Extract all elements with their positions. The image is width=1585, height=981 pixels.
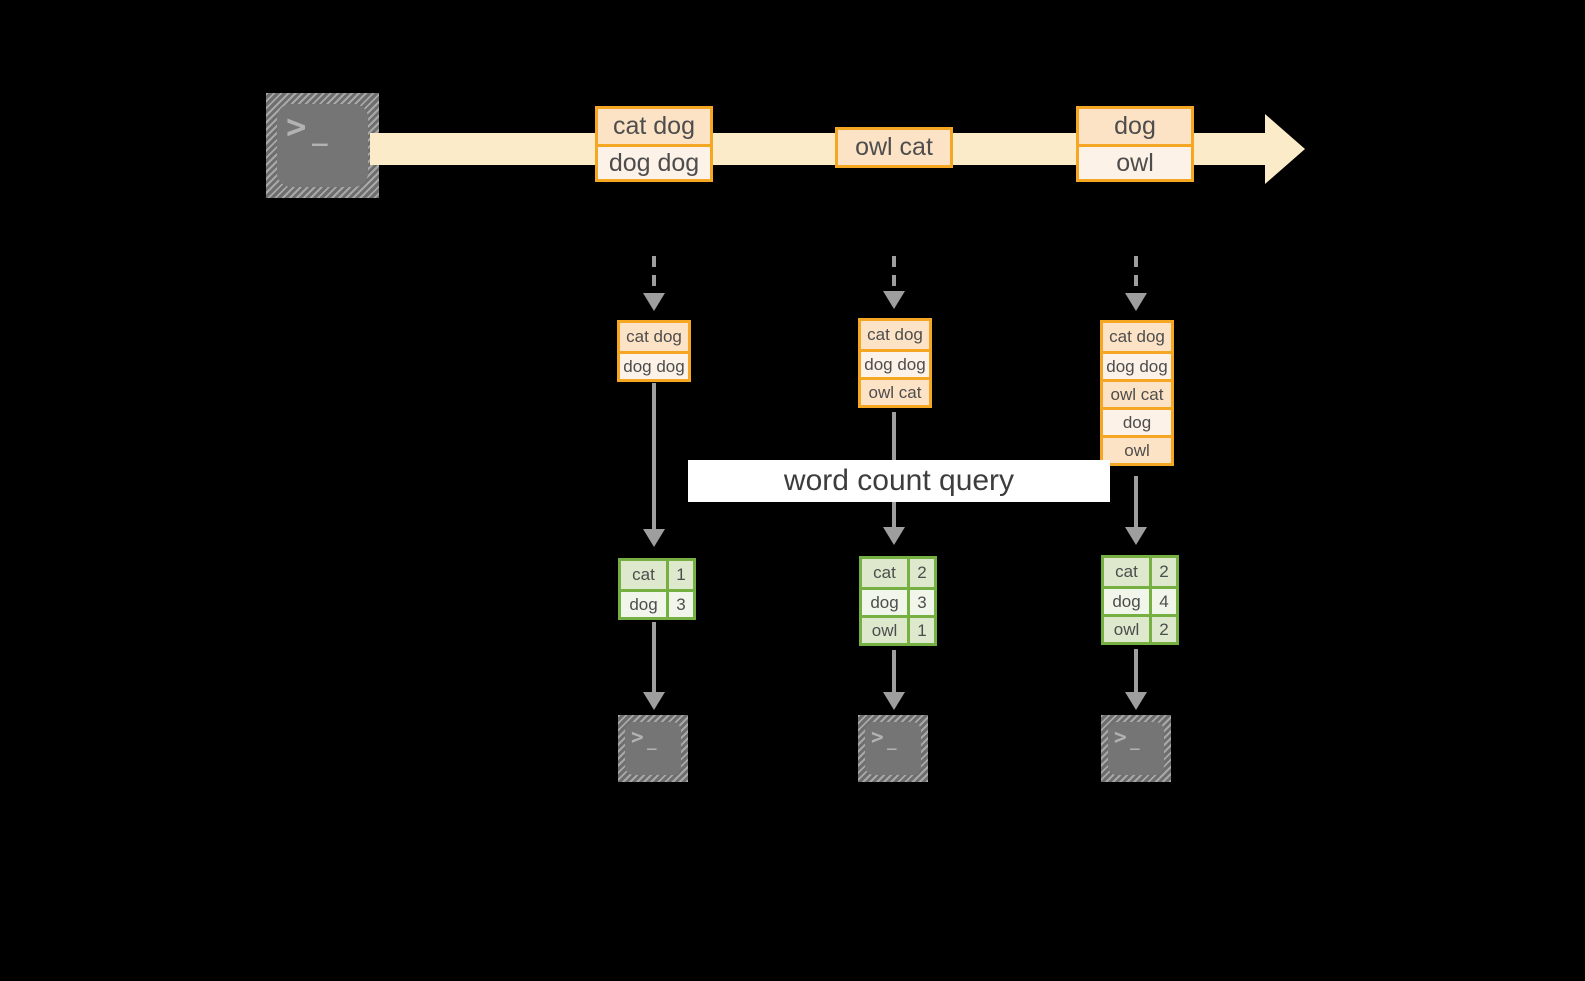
result-word: cat [621,561,666,589]
table-row: dog 3 [862,587,934,615]
stream-message: dog dog [598,144,710,179]
stream-to-state-connector [652,256,656,296]
consumer-terminal-icon-3: > _ [1101,715,1171,782]
result-table-3: cat 2 dog 4 owl 2 [1101,555,1179,645]
stream-to-state-connector [892,256,896,294]
table-row: owl 1 [862,615,934,643]
state-message: dog dog [861,349,929,377]
result-count: 2 [1149,558,1176,586]
state-snapshot-1: cat dog dog dog [617,320,691,382]
result-table-2: cat 2 dog 3 owl 1 [859,556,937,646]
terminal-screen [277,104,368,187]
table-row: cat 1 [621,561,693,589]
state-message: owl cat [1103,379,1171,407]
result-to-consumer-connector-1 [652,622,656,694]
state-message: cat dog [620,323,688,351]
stream-message: dog [1079,109,1191,144]
result-word: owl [1104,617,1149,642]
result-word: cat [1104,558,1149,586]
query-label: word count query [688,460,1110,502]
result-count: 2 [1149,617,1176,642]
state-message: dog [1103,407,1171,435]
table-row: dog 4 [1104,586,1176,614]
table-row: owl 2 [1104,614,1176,642]
state-snapshot-2: cat dog dog dog owl cat [858,318,932,408]
result-count: 4 [1149,589,1176,614]
result-word: dog [1104,589,1149,614]
table-row: cat 2 [862,559,934,587]
result-count: 1 [666,561,693,589]
stream-message-group: cat dog dog dog [595,106,713,182]
cursor-glyph: _ [647,731,657,750]
state-message: owl cat [861,377,929,405]
prompt-glyph: > [631,725,644,749]
table-row: dog 3 [621,589,693,617]
state-snapshot-3: cat dog dog dog owl cat dog owl [1100,320,1174,466]
state-to-result-arrowhead-1 [643,529,665,547]
stream-message-group: dog owl [1076,106,1194,182]
terminal-screen [1108,722,1164,775]
result-word: owl [862,618,907,643]
stream-message: owl cat [838,130,950,165]
result-table-1: cat 1 dog 3 [618,558,696,620]
state-to-result-arrowhead-2 [883,527,905,545]
table-row: cat 2 [1104,558,1176,586]
consumer-terminal-icon-2: > _ [858,715,928,782]
state-to-result-connector-1 [652,383,656,531]
result-to-consumer-arrowhead-3 [1125,692,1147,710]
terminal-screen [865,722,921,775]
stream-to-state-arrowhead [643,293,665,311]
result-word: dog [862,590,907,615]
result-to-consumer-connector-3 [1134,649,1138,694]
result-to-consumer-arrowhead-1 [643,692,665,710]
stream-message-group: owl cat [835,127,953,168]
result-word: dog [621,592,666,617]
cursor-glyph: _ [887,731,897,750]
state-message: dog dog [620,351,688,379]
prompt-glyph: > [1114,725,1127,749]
result-count: 1 [907,618,934,643]
stream-to-state-arrowhead [1125,293,1147,311]
stream-arrow-head [1265,114,1305,184]
stream-message: cat dog [598,109,710,144]
state-message: cat dog [1103,323,1171,351]
consumer-terminal-icon-1: > _ [618,715,688,782]
state-message: dog dog [1103,351,1171,379]
result-word: cat [862,559,907,587]
state-message: owl [1103,435,1171,463]
prompt-glyph: > [871,725,884,749]
state-to-result-connector-3 [1134,476,1138,529]
prompt-glyph: > [286,107,307,147]
result-to-consumer-connector-2 [892,650,896,694]
result-to-consumer-arrowhead-2 [883,692,905,710]
state-to-result-arrowhead-3 [1125,527,1147,545]
state-message: cat dog [861,321,929,349]
stream-to-state-arrowhead [883,291,905,309]
cursor-glyph: _ [312,117,328,147]
cursor-glyph: _ [1130,731,1140,750]
producer-terminal-icon: > _ [266,93,379,198]
terminal-screen [625,722,681,775]
result-count: 3 [666,592,693,617]
result-count: 2 [907,559,934,587]
result-count: 3 [907,590,934,615]
stream-to-state-connector [1134,256,1138,296]
stream-message: owl [1079,144,1191,179]
